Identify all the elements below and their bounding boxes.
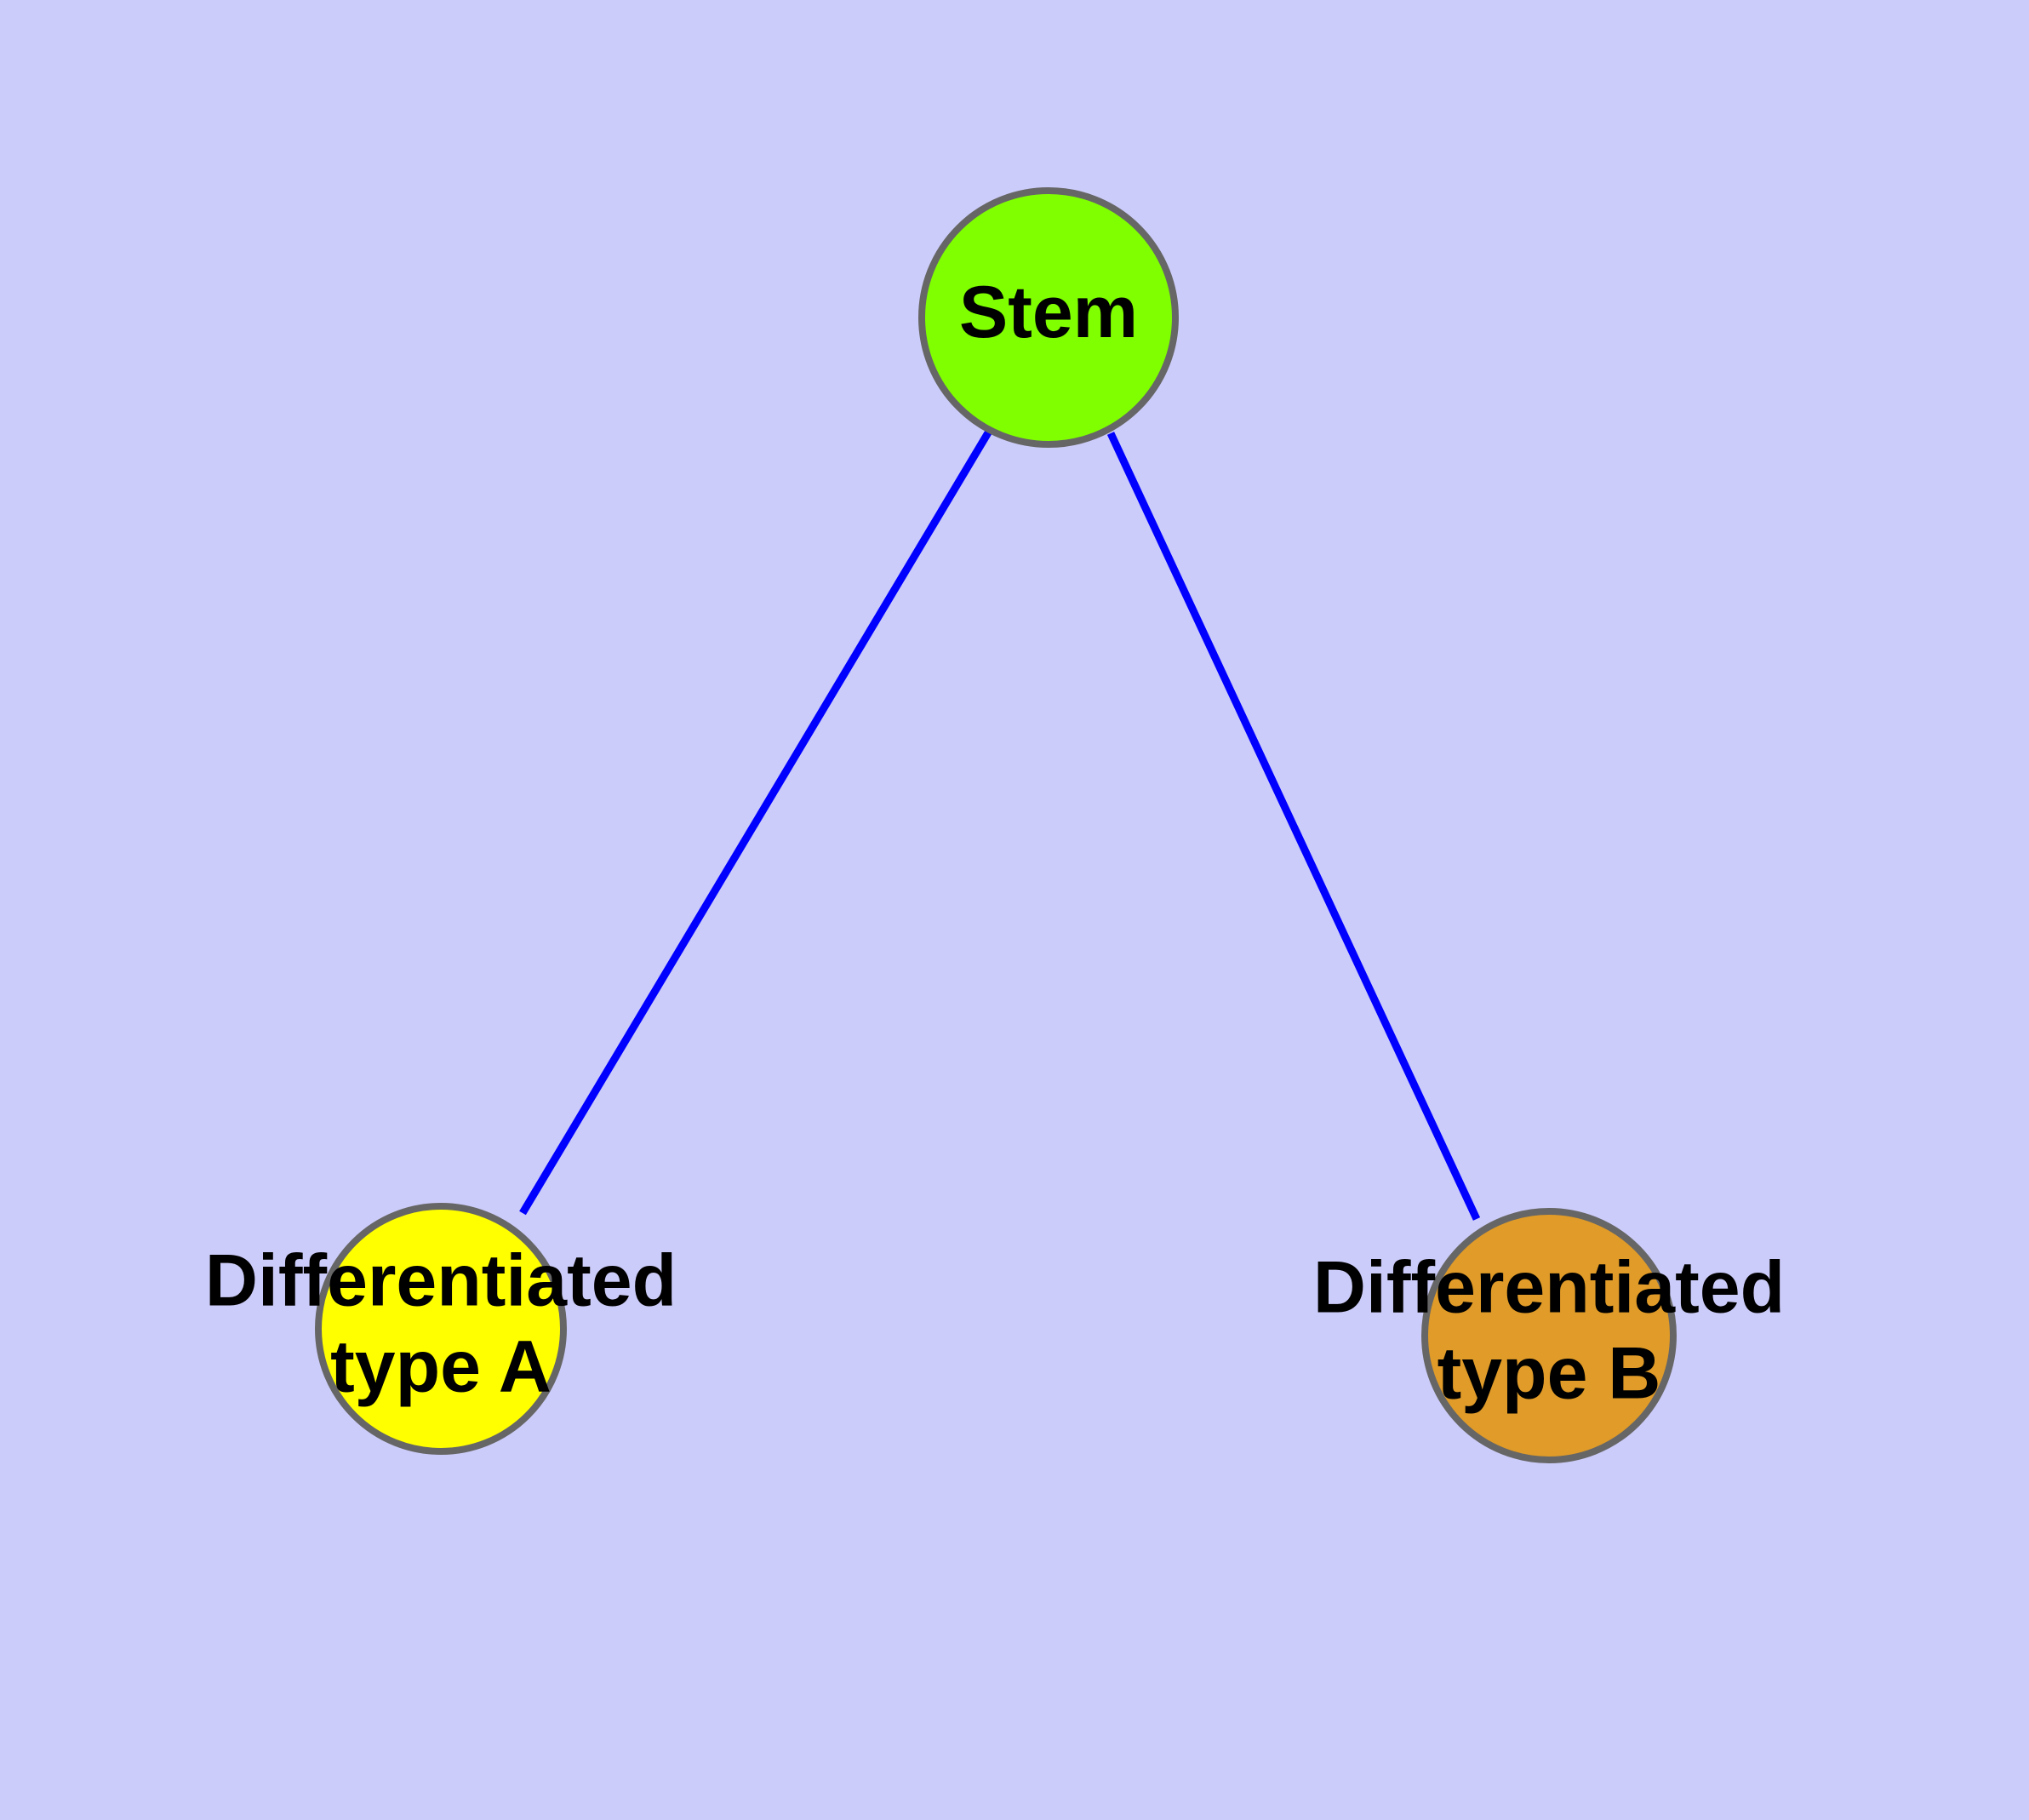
edge-stem-to-diff-a[interactable]: [519, 427, 993, 1216]
node-label-stem: Stem: [959, 272, 1138, 353]
node-label-line: type B: [1437, 1332, 1661, 1414]
node-stem[interactable]: Stem: [918, 187, 1179, 448]
node-label-line: type A: [330, 1325, 552, 1407]
node-label-line: Differentiated: [205, 1239, 677, 1321]
node-circle-diff_a[interactable]: [315, 1203, 567, 1455]
edges-group: [519, 427, 1481, 1221]
node-circle-stem[interactable]: [918, 187, 1179, 448]
node-label-line: Differentiated: [1313, 1246, 1785, 1328]
node-circle-diff_b[interactable]: [1421, 1208, 1677, 1463]
node-label-line: Stem: [959, 272, 1138, 353]
edge-stem-to-diff-b[interactable]: [1106, 432, 1481, 1221]
